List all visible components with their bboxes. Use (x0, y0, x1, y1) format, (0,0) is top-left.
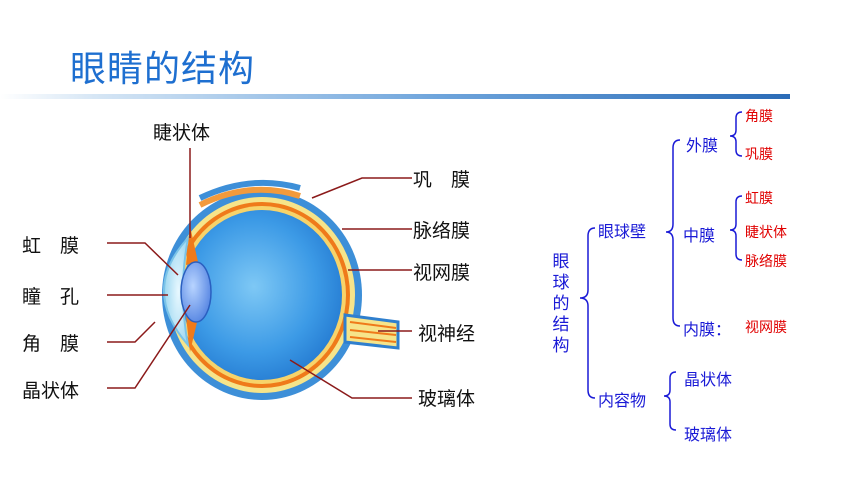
tree-outer-item-2: 巩膜 (745, 147, 773, 163)
label-choroid: 脉络膜 (413, 220, 471, 242)
iris-shape-lower (186, 316, 198, 352)
tree-inner: 内膜： (683, 320, 732, 339)
tree-middle-item-2: 睫状体 (745, 225, 787, 241)
page-title: 眼睛的结构 (70, 49, 256, 90)
label-optic-nerve: 视神经 (418, 323, 476, 345)
tree-brackets (579, 111, 743, 431)
tree-middle-item-3: 脉络膜 (745, 254, 787, 270)
tree-middle-item-1: 虹膜 (745, 191, 773, 207)
tree-contents-item-1: 晶状体 (684, 370, 733, 389)
title-underline (0, 94, 790, 99)
tree-contents: 内容物 (598, 391, 647, 410)
tree-wall: 眼球壁 (598, 222, 647, 241)
label-sclera: 巩 膜 (413, 169, 471, 191)
tree-outer: 外膜 (686, 136, 719, 155)
label-retina: 视网膜 (413, 262, 471, 284)
tree-middle: 中膜 (683, 226, 716, 245)
label-lens: 晶状体 (22, 380, 80, 402)
optic-nerve (343, 313, 400, 350)
iris-shape (186, 226, 198, 265)
label-iris: 虹 膜 (22, 235, 80, 257)
tree-contents-item-2: 玻璃体 (684, 425, 733, 444)
tree-outer-item-1: 角膜 (745, 109, 773, 125)
pointer-lines (107, 148, 412, 399)
label-cornea: 角 膜 (22, 333, 80, 355)
label-vitreous: 玻璃体 (418, 388, 476, 410)
eyeball (162, 179, 362, 400)
label-ciliary-body: 睫状体 (153, 122, 211, 144)
sclera-top-edge (198, 186, 301, 208)
tree-root: 眼球的结构 (552, 252, 570, 356)
label-pupil: 瞳 孔 (22, 286, 80, 308)
vitreous-body (182, 210, 342, 380)
tree-inner-item: 视网膜 (745, 320, 787, 336)
